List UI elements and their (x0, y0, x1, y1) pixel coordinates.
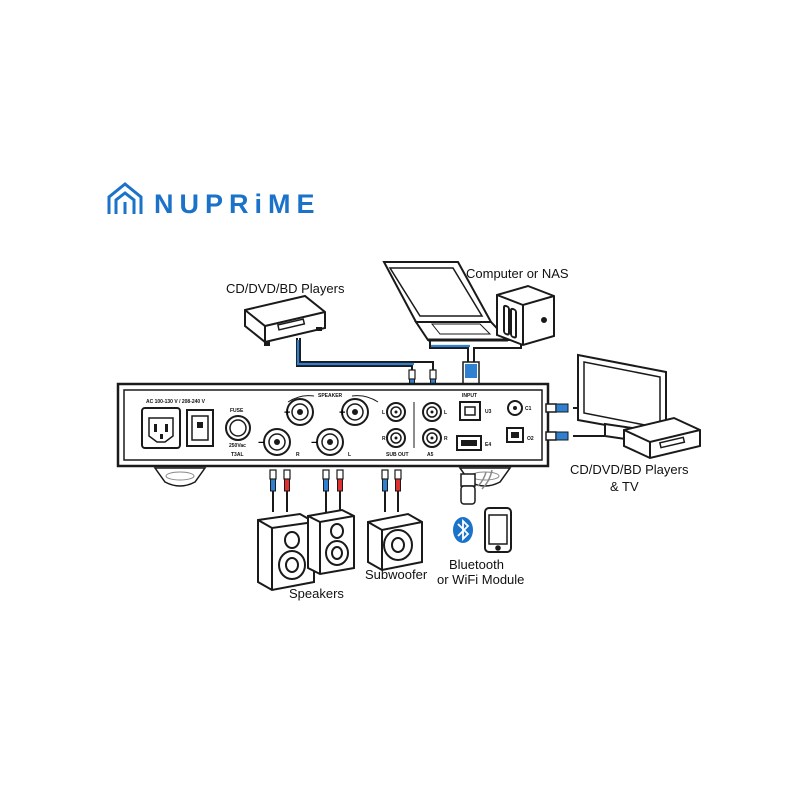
minus-sign-left: − (311, 437, 317, 449)
label-bt-wifi-line1: Bluetooth (449, 557, 504, 572)
plus-sign-left: + (339, 407, 345, 419)
rca-jack-a5-r (422, 428, 442, 448)
label-cd-players-tv-line2: & TV (610, 479, 639, 494)
ac-inlet (141, 407, 181, 449)
speaker-terminal-left-plus (341, 398, 369, 426)
rca-plug-tv-coax (545, 431, 569, 441)
cd-player-top (244, 294, 326, 346)
rca-r-label-2: R (444, 436, 448, 442)
rca-jack-a5-l (422, 402, 442, 422)
fuse-rating-label: 250Vac (229, 443, 246, 449)
label-speakers: Speakers (289, 586, 344, 601)
rca-jack-sub-l (386, 402, 406, 422)
smartphone-icon (484, 507, 512, 553)
speaker-l-label: L (348, 452, 351, 458)
brand-name: NUPRiME (154, 189, 321, 219)
cable-computer-usb (429, 338, 469, 362)
c1-label: C1 (525, 406, 532, 412)
rca-jack-sub-r (386, 428, 406, 448)
label-subwoofer: Subwoofer (365, 567, 428, 582)
input-label: INPUT (462, 393, 477, 399)
speaker-plugs (269, 469, 402, 498)
speaker-right-icon (307, 508, 355, 576)
amp-foot-left (153, 467, 207, 487)
u3-label: U3 (485, 409, 492, 415)
rca-l-label-1: L (382, 410, 385, 416)
cable-cd-to-amp-2 (299, 338, 434, 372)
a5-label: A5 (427, 452, 434, 458)
label-cd-players-top: CD/DVD/BD Players (226, 281, 345, 296)
speaker-terminal-right-minus (263, 428, 291, 456)
label-cd-players-tv-line1: CD/DVD/BD Players (570, 462, 689, 477)
sub-out-label: SUB OUT (386, 452, 409, 458)
speaker-label: SPEAKER (318, 393, 343, 399)
nas-icon (496, 284, 555, 347)
rca-r-label-1: R (382, 436, 386, 442)
brand-logo: NUPRiME (107, 182, 321, 219)
wireless-dongle (460, 473, 476, 505)
rca-l-label-2: L (444, 410, 447, 416)
usb-b-port (459, 401, 481, 421)
fuse-label: FUSE (230, 408, 244, 414)
power-switch (186, 409, 214, 447)
nuprime-house-icon (107, 182, 143, 214)
o2-label: O2 (527, 436, 534, 442)
wifi-waves-icon (477, 469, 493, 490)
speaker-terminal-right-plus (286, 398, 314, 426)
blue-cable-highlights (296, 340, 470, 366)
plus-sign-right: + (284, 407, 290, 419)
fuse-holder (225, 415, 251, 441)
ac-rating-label: AC 100-130 V / 208-240 V (146, 399, 206, 405)
subwoofer-icon (367, 512, 423, 572)
fuse-type-label: T3AL (231, 452, 244, 458)
cable-cd-to-amp (296, 338, 413, 372)
coax-port (507, 400, 523, 416)
amplifier-rear-panel: AC 100-130 V / 208-240 V FUSE 250Vac T3A… (116, 382, 550, 487)
speaker-r-label: R (296, 452, 300, 458)
optical-port (506, 427, 524, 443)
tv-icon (577, 353, 667, 442)
optical-plug-tv (545, 403, 569, 413)
label-computer-nas: Computer or NAS (466, 266, 569, 281)
speaker-terminal-left-minus (316, 428, 344, 456)
speaker-left-icon (257, 512, 315, 592)
e4-label: E4 (485, 442, 491, 448)
cd-player-right (623, 416, 701, 460)
label-bt-wifi-line2: or WiFi Module (437, 572, 524, 587)
laptop-icon (382, 261, 511, 342)
minus-sign-right: − (258, 437, 264, 449)
bluetooth-icon (453, 517, 473, 543)
usb-a-port (456, 435, 482, 451)
